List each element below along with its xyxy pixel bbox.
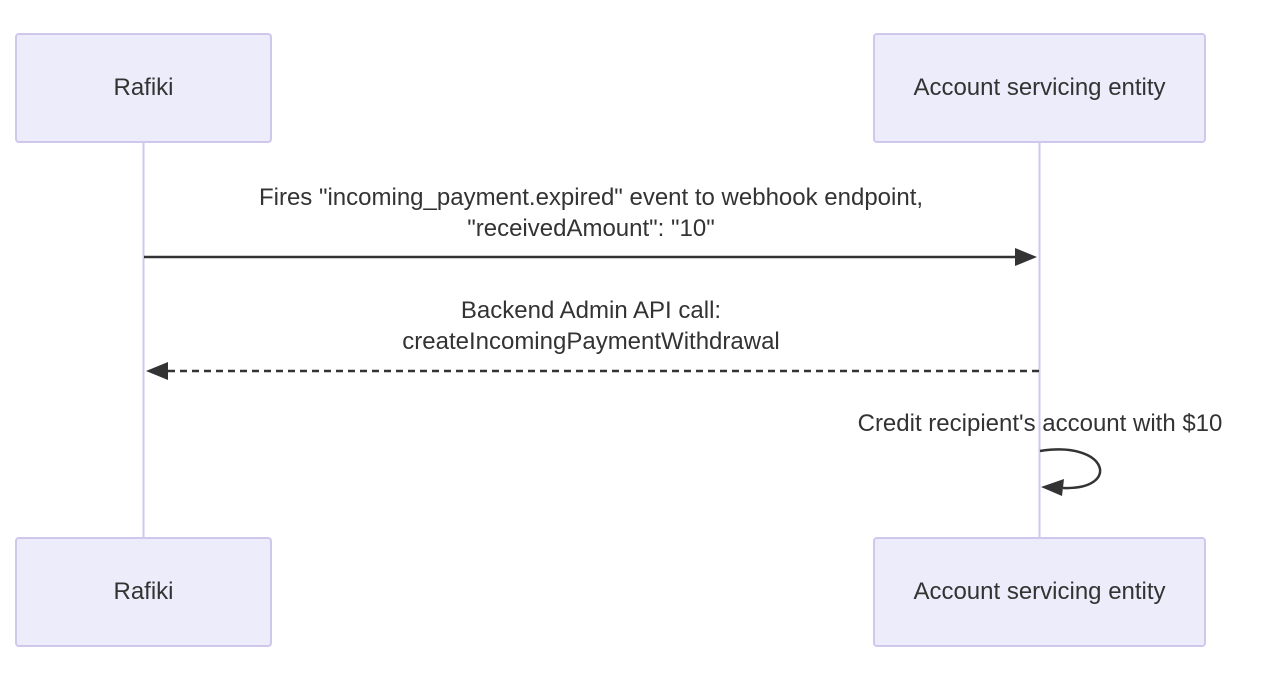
message-1-line-1: Fires "incoming_payment.expired" event t…: [258, 184, 924, 211]
message-2-line-2: createIncomingPaymentWithdrawal: [402, 328, 780, 355]
message-3-text: Credit recipient's account with $10: [790, 408, 1276, 439]
actor-label-rafiki-top: Rafiki: [113, 74, 174, 101]
message-1-arrow: [144, 248, 1037, 266]
message-3-arrowhead-icon: [1041, 479, 1064, 496]
actor-label-account-servicing-entity-bottom: Account servicing entity: [913, 578, 1166, 605]
message-2-text: Backend Admin API call: createIncomingPa…: [160, 295, 1022, 357]
message-3-self-loop: [1039, 448, 1102, 496]
actor-box-rafiki-bottom: Rafiki: [15, 537, 272, 647]
actor-box-rafiki-top: Rafiki: [15, 33, 272, 143]
message-2-arrow: [146, 362, 1039, 380]
message-3-line-1: Credit recipient's account with $10: [857, 410, 1223, 437]
message-1-line-2: "receivedAmount": "10": [467, 215, 715, 242]
actor-box-account-servicing-entity-top: Account servicing entity: [873, 33, 1206, 143]
message-3-loop-path: [1039, 448, 1102, 490]
message-2-arrowhead-icon: [146, 362, 168, 380]
message-1-text: Fires "incoming_payment.expired" event t…: [160, 182, 1022, 244]
actor-label-account-servicing-entity-top: Account servicing entity: [913, 74, 1166, 101]
message-1-arrowhead-icon: [1015, 248, 1037, 266]
message-2-line-1: Backend Admin API call:: [460, 297, 722, 324]
actor-label-rafiki-bottom: Rafiki: [113, 578, 174, 605]
actor-box-account-servicing-entity-bottom: Account servicing entity: [873, 537, 1206, 647]
